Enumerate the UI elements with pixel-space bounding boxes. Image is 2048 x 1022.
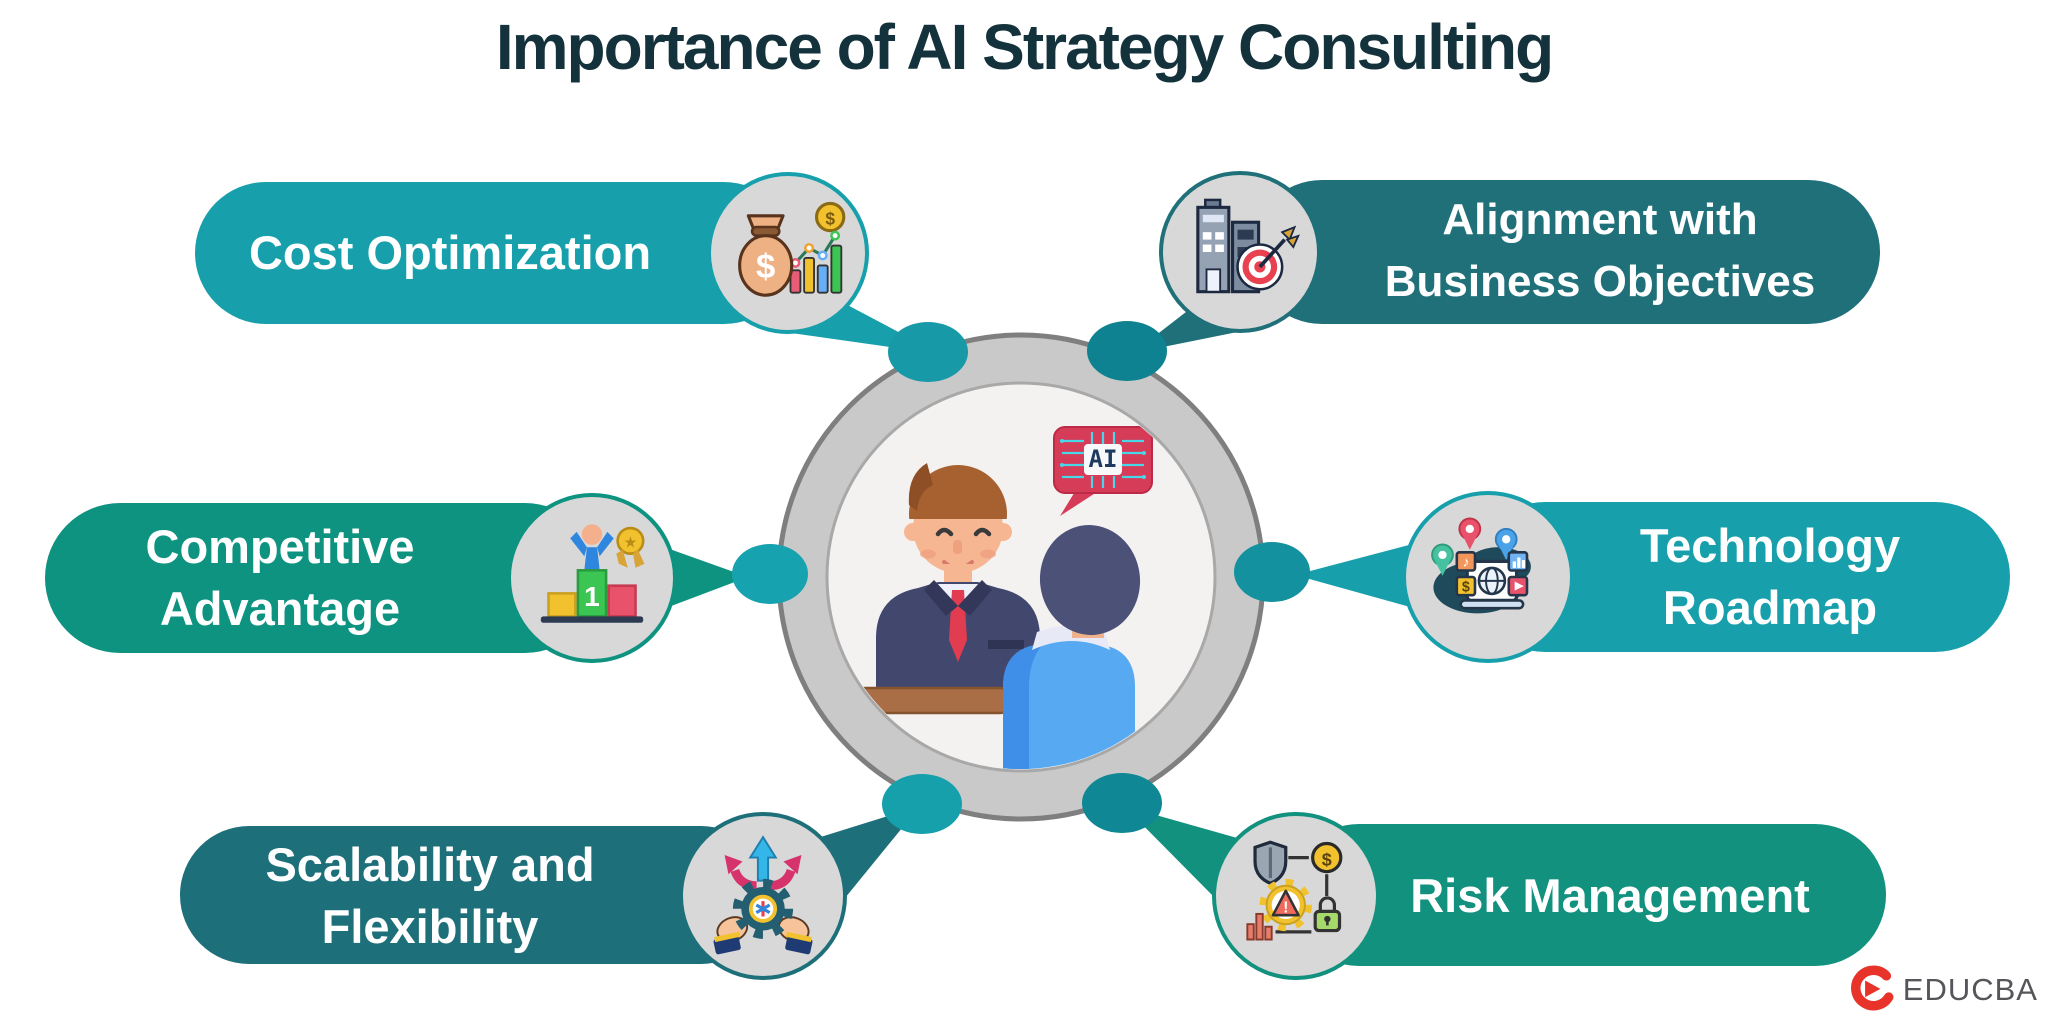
callout-label: Scalability and Flexibility (195, 834, 665, 958)
svg-text:$: $ (1322, 849, 1332, 869)
dot-right (1234, 542, 1310, 602)
dot-left (732, 544, 808, 604)
callout-label-line: Business Objectives (1384, 257, 1816, 306)
circuit-traces (1062, 432, 1144, 488)
svg-text:$: $ (825, 208, 835, 228)
hands-gear-arrows-icon (713, 835, 813, 955)
callout-label-line: Flexibility (321, 900, 539, 953)
callout-pill (195, 182, 795, 324)
callout-pill (1288, 824, 1886, 966)
dot-bottom-left (882, 774, 962, 834)
svg-text:$: $ (1462, 579, 1470, 595)
educba-logo: EDUCBA (1847, 964, 2038, 1016)
callout-label-line: Cost Optimization (248, 226, 652, 279)
ai-label: AI (1089, 445, 1118, 473)
svg-text:♪: ♪ (1462, 555, 1469, 571)
buildings-target-icon (1196, 198, 1300, 294)
callout-label-line: Technology (1639, 519, 1901, 572)
svg-text:★: ★ (624, 534, 638, 551)
callout-icon-circle: ★ 1 (507, 493, 677, 663)
callout-icon-circle (679, 812, 847, 980)
roadmap-laptop-icon: ♪ $ (1431, 517, 1531, 614)
consultant-figure (876, 463, 1040, 700)
educba-logo-text: EDUCBA (1902, 972, 2038, 1007)
callout-label-line: Scalability and (265, 838, 595, 891)
educba-e-icon (1850, 965, 1894, 1011)
callout-label-line: Roadmap (1662, 581, 1878, 634)
svg-text:!: ! (1283, 900, 1288, 917)
ai-chip-speech-bubble: AI (1053, 426, 1153, 516)
consultant-client-illustration: AI (848, 426, 1153, 769)
client-figure (1003, 525, 1141, 769)
money-bag-growth-chart-icon: $ $ (738, 201, 846, 297)
svg-text:1: 1 (584, 581, 600, 612)
callout-pill (180, 826, 770, 964)
callout-label: Risk Management (1390, 861, 1830, 931)
technology-pointer (1295, 540, 1428, 612)
callout-pill (1250, 180, 1880, 324)
callout-label-line: Advantage (159, 582, 401, 635)
callout-icon-circle: $ ! (1212, 812, 1380, 980)
callout-label-line: Alignment with (1442, 195, 1758, 244)
callout-icon-circle: $ $ (707, 172, 869, 334)
callout-label: Competitive Advantage (60, 516, 500, 640)
winner-podium-icon: ★ 1 (540, 524, 645, 623)
callout-label: Alignment with Business Objectives (1340, 189, 1860, 313)
callout-label-line: Risk Management (1410, 869, 1810, 922)
connector-dots (732, 321, 1310, 834)
shield-gear-lock-icon: $ ! (1246, 840, 1343, 941)
callout-icon-circle (1159, 171, 1321, 333)
dot-bottom-right (1082, 773, 1162, 833)
page-title: Importance of AI Strategy Consulting (495, 11, 1554, 83)
callout-label: Technology Roadmap (1560, 515, 1980, 639)
callout-label: Cost Optimization (210, 218, 690, 288)
callout-label-line: Competitive (145, 520, 415, 573)
dot-top-right (1087, 321, 1167, 381)
svg-text:$: $ (756, 248, 775, 286)
callout-icon-circle: ♪ $ (1402, 491, 1574, 663)
dot-top-left (888, 322, 968, 382)
